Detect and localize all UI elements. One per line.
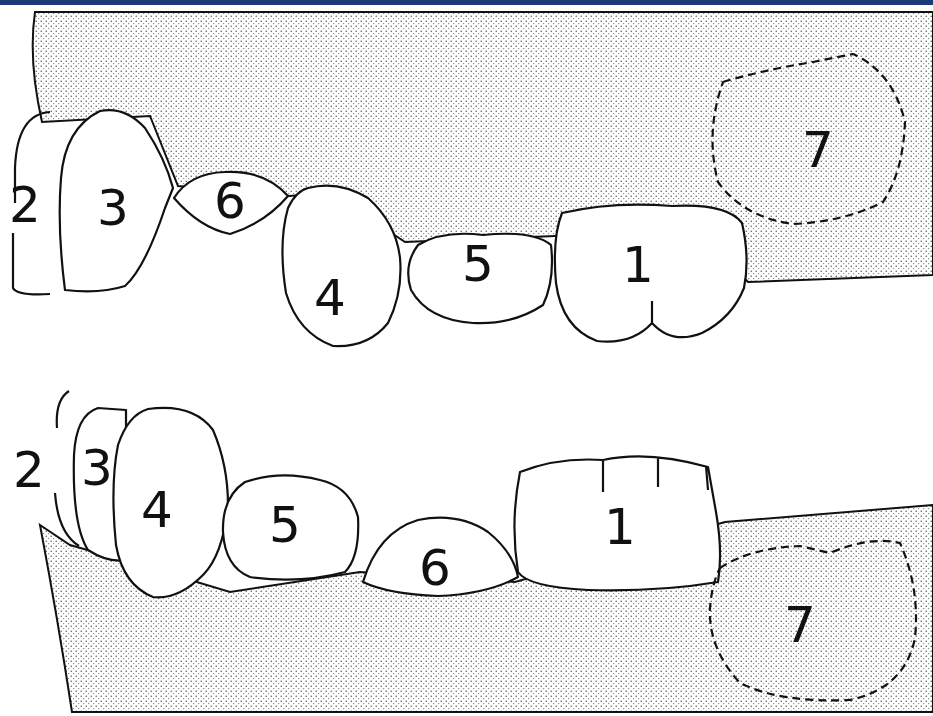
top-bar — [0, 0, 933, 5]
tooth-path — [60, 110, 173, 291]
tooth-path — [113, 408, 228, 597]
tooth: 7 — [703, 52, 908, 227]
eruption-number: 2 — [9, 180, 41, 230]
tooth: 1 — [508, 452, 730, 594]
tooth-path — [223, 475, 358, 579]
eruption-number: 5 — [269, 500, 301, 550]
tooth-path — [710, 541, 916, 700]
eruption-number: 4 — [141, 485, 173, 535]
eruption-number: 7 — [802, 125, 834, 175]
tooth: 7 — [700, 528, 930, 708]
tooth: 3 — [55, 108, 177, 293]
tooth: 6 — [358, 512, 523, 600]
tooth-outline — [278, 183, 403, 350]
eruption-number: 7 — [784, 600, 816, 650]
eruption-number: 1 — [604, 502, 636, 552]
tooth: 4 — [108, 405, 230, 603]
tooth-path — [713, 54, 905, 224]
tooth-path — [555, 205, 747, 342]
eruption-number: 4 — [314, 273, 346, 323]
eruption-number: 6 — [214, 176, 246, 226]
tooth: 6 — [170, 168, 292, 238]
eruption-number: 3 — [97, 183, 129, 233]
eruption-number: 2 — [13, 445, 45, 495]
tooth-path — [282, 186, 400, 347]
tooth: 1 — [552, 203, 750, 348]
tooth-path — [174, 172, 288, 234]
tooth-path — [514, 456, 720, 590]
eruption-number: 6 — [419, 543, 451, 593]
tooth: 5 — [403, 230, 555, 327]
tooth: 5 — [220, 472, 360, 584]
tooth: 2 — [5, 108, 65, 298]
tooth-path — [408, 234, 552, 323]
tooth: 4 — [278, 183, 403, 350]
eruption-number: 1 — [622, 240, 654, 290]
eruption-number: 5 — [462, 239, 494, 289]
tooth: 2 — [5, 388, 80, 548]
tooth-path — [363, 518, 518, 596]
eruption-number: 3 — [81, 443, 113, 493]
